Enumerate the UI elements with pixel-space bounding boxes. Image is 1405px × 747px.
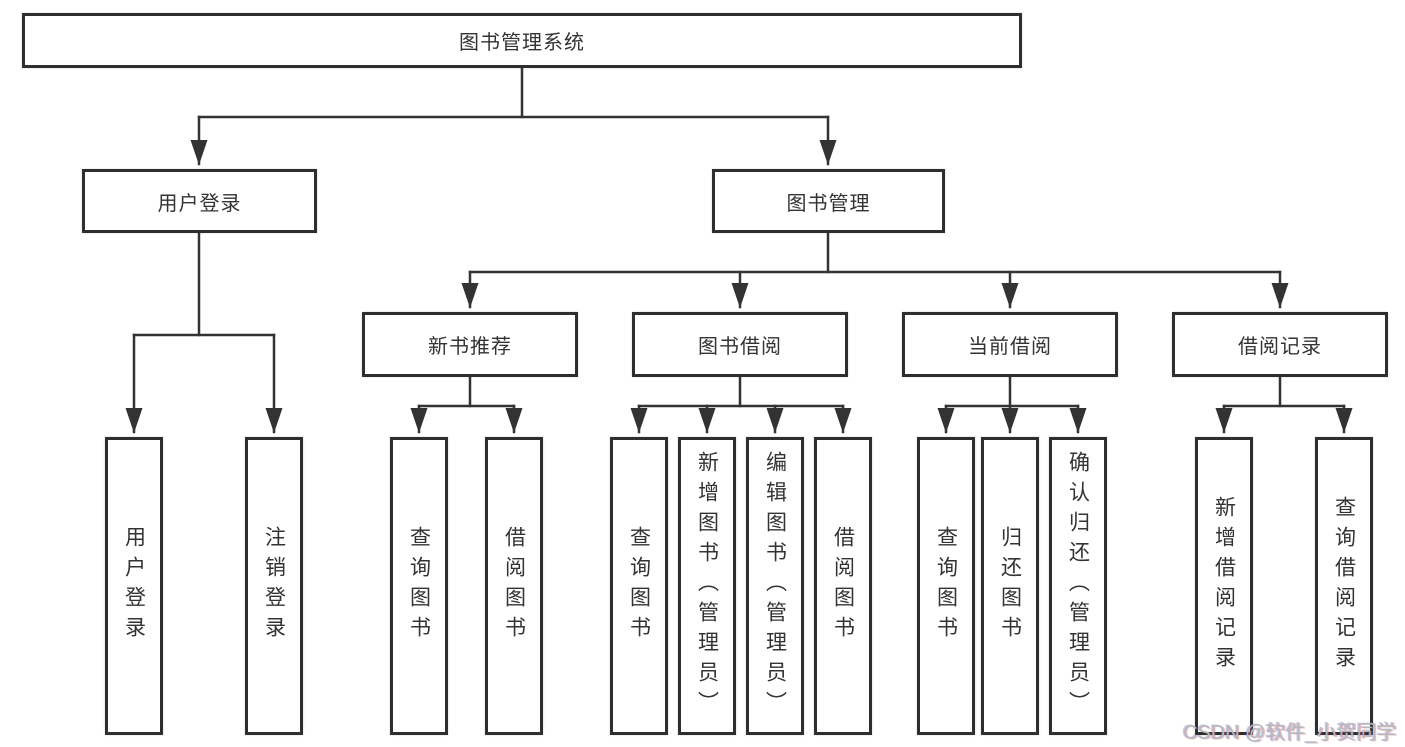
node-book-borrowing: 图书借阅 bbox=[632, 312, 848, 377]
node-new-book-recommend: 新书推荐 bbox=[362, 312, 578, 377]
leaf-user-login: 用户登录 bbox=[105, 437, 163, 735]
leaf-label: 编辑图书（管理员） bbox=[763, 451, 787, 721]
leaf-add-books-admin: 新增图书（管理员） bbox=[678, 437, 736, 735]
node-borrow-records: 借阅记录 bbox=[1172, 312, 1388, 377]
node-current-borrowing: 当前借阅 bbox=[902, 312, 1118, 377]
node-label: 图书管理系统 bbox=[459, 32, 585, 54]
leaf-label: 新增借阅记录 bbox=[1212, 496, 1236, 676]
leaf-label: 借阅图书 bbox=[502, 526, 526, 646]
leaf-borrow-books-recommend: 借阅图书 bbox=[485, 437, 543, 735]
node-label: 借阅记录 bbox=[1238, 336, 1322, 358]
leaf-query-books-recommend: 查询图书 bbox=[390, 437, 448, 735]
leaf-query-books-borrowing: 查询图书 bbox=[610, 437, 668, 735]
leaf-add-borrow-record: 新增借阅记录 bbox=[1195, 437, 1253, 735]
leaf-logout: 注销登录 bbox=[245, 437, 303, 735]
leaf-label: 查询图书 bbox=[627, 526, 651, 646]
leaf-label: 归还图书 bbox=[998, 526, 1022, 646]
leaf-label: 查询借阅记录 bbox=[1332, 496, 1356, 676]
leaf-label: 新增图书（管理员） bbox=[695, 451, 719, 721]
leaf-return-books: 归还图书 bbox=[981, 437, 1039, 735]
leaf-label: 借阅图书 bbox=[831, 526, 855, 646]
leaf-query-borrow-record: 查询借阅记录 bbox=[1315, 437, 1373, 735]
leaf-label: 用户登录 bbox=[122, 526, 146, 646]
leaf-label: 查询图书 bbox=[407, 526, 431, 646]
node-user-login: 用户登录 bbox=[82, 169, 317, 233]
node-book-management: 图书管理 bbox=[712, 169, 945, 233]
leaf-label: 查询图书 bbox=[934, 526, 958, 646]
leaf-edit-books-admin: 编辑图书（管理员） bbox=[746, 437, 804, 735]
leaf-query-books-current: 查询图书 bbox=[917, 437, 975, 735]
leaf-confirm-return-admin: 确认归还（管理员） bbox=[1049, 437, 1107, 735]
node-label: 用户登录 bbox=[157, 192, 242, 215]
node-label: 图书借阅 bbox=[698, 336, 782, 358]
node-library-management-system: 图书管理系统 bbox=[22, 13, 1022, 68]
leaf-label: 注销登录 bbox=[262, 526, 286, 646]
node-label: 新书推荐 bbox=[428, 336, 512, 358]
node-label: 图书管理 bbox=[786, 192, 871, 215]
leaf-borrow-books-borrowing: 借阅图书 bbox=[814, 437, 872, 735]
watermark: CSDN @软件_小贺同学 bbox=[1183, 722, 1397, 744]
leaf-label: 确认归还（管理员） bbox=[1066, 451, 1090, 721]
node-label: 当前借阅 bbox=[968, 336, 1052, 358]
